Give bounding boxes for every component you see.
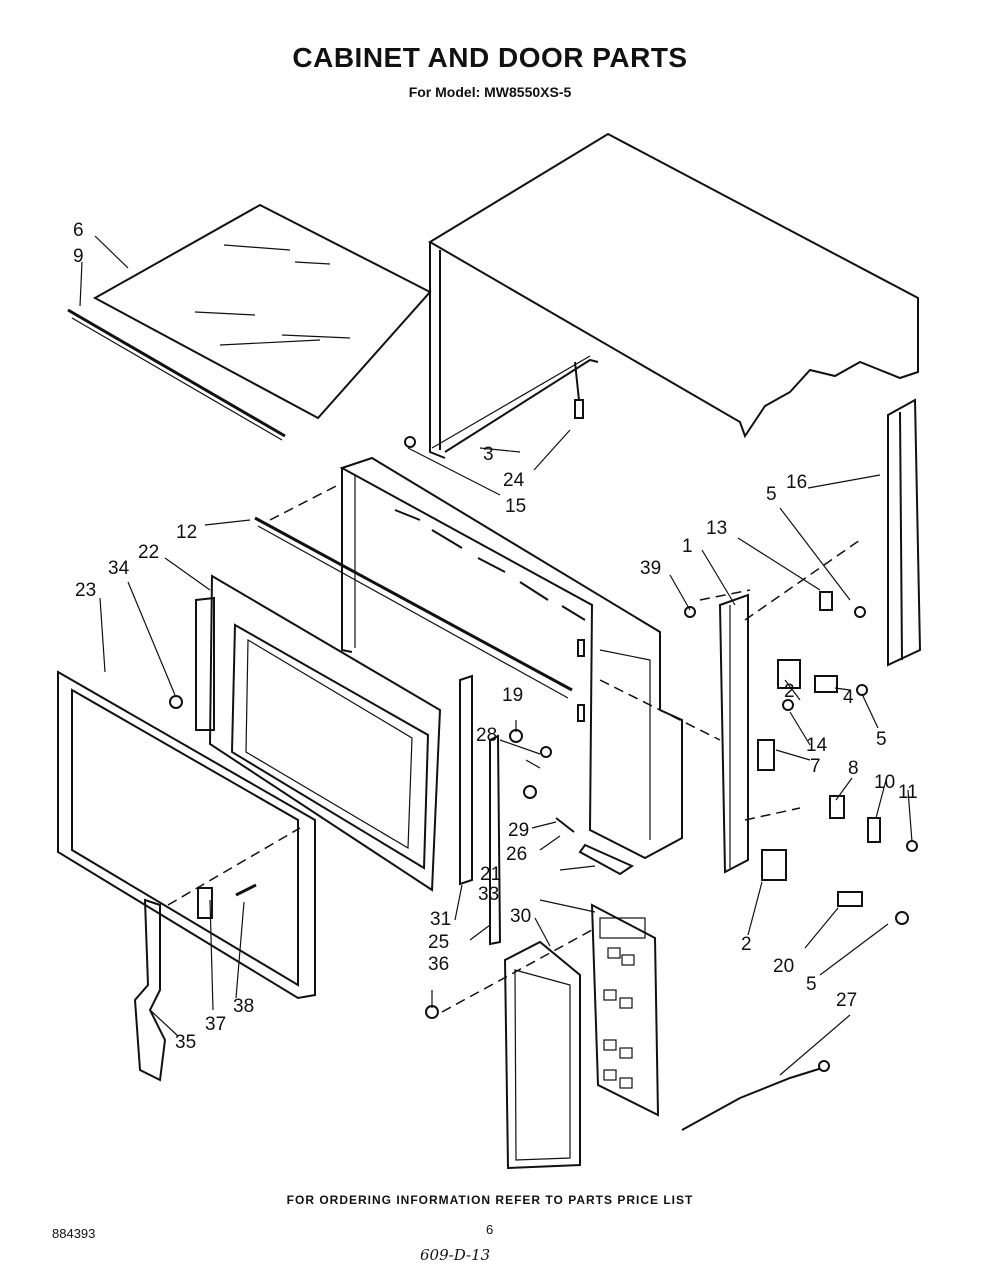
callout-5: 5	[876, 729, 887, 750]
callout-34: 34	[108, 558, 130, 579]
side-channel	[887, 398, 922, 667]
page-number: 6	[486, 1222, 494, 1237]
callout-11: 11	[898, 782, 918, 803]
hinge-strip	[254, 516, 573, 692]
callout-19: 19	[502, 685, 523, 706]
callout-3: 3	[483, 444, 494, 465]
part-10	[867, 817, 881, 843]
latch-part-37	[197, 887, 213, 919]
document-number: 884393	[52, 1226, 96, 1241]
switch-2-upper	[777, 659, 801, 689]
callout-10: 10	[874, 772, 895, 793]
part-13	[819, 591, 833, 611]
callout-20: 20	[773, 956, 794, 977]
door-latch	[133, 898, 167, 1082]
power-cord-27	[681, 1067, 823, 1131]
vertical-bracket-31	[459, 674, 473, 886]
callout-22: 22	[138, 542, 159, 563]
callout-13: 13	[706, 518, 727, 539]
callout-35: 35	[175, 1032, 196, 1053]
callout-4: 4	[843, 687, 854, 708]
callout-21: 21	[480, 864, 501, 885]
callout-9: 9	[73, 246, 84, 267]
model-subtitle: For Model: MW8550XS-5	[408, 84, 572, 100]
callout-31: 31	[430, 909, 451, 930]
callout-38: 38	[233, 996, 254, 1017]
control-frame	[503, 940, 581, 1170]
callout-33: 33	[478, 884, 499, 905]
switch-2-lower	[761, 849, 787, 881]
cabinet-wrapper	[428, 132, 919, 459]
inner-door-frame	[195, 574, 442, 892]
callout-36: 36	[428, 954, 449, 975]
part-7	[757, 739, 775, 771]
vertical-bracket-25	[489, 734, 502, 946]
callout-26: 26	[506, 844, 527, 865]
callout-7: 7	[810, 756, 821, 777]
callout-15: 15	[505, 496, 526, 517]
right-hinge-strip	[718, 593, 749, 874]
glass-panel	[67, 203, 432, 441]
callout-5: 5	[766, 484, 777, 505]
page-title: CABINET AND DOOR PARTS	[292, 42, 688, 73]
outer-door	[57, 670, 316, 1000]
front-frame	[339, 456, 683, 860]
callout-5: 5	[806, 974, 817, 995]
callout-16: 16	[786, 472, 807, 493]
callout-29: 29	[508, 820, 529, 841]
callout-30: 30	[510, 906, 531, 927]
callout-8: 8	[848, 758, 859, 779]
callout-12: 12	[176, 522, 197, 543]
part-8	[829, 795, 845, 819]
ordering-note: FOR ORDERING INFORMATION REFER TO PARTS …	[286, 1193, 694, 1207]
part-20	[837, 891, 863, 907]
callout-24: 24	[503, 470, 525, 491]
handwritten-code: 609-D-13	[420, 1246, 491, 1264]
callout-39: 39	[640, 558, 661, 579]
spring-38	[235, 883, 257, 897]
control-panel	[590, 903, 660, 1117]
callout-25: 25	[428, 932, 449, 953]
callout-2: 2	[784, 681, 795, 702]
callout-6: 6	[73, 220, 84, 241]
callout-23: 23	[75, 580, 96, 601]
callout-37: 37	[205, 1014, 226, 1035]
callout-1: 1	[682, 536, 693, 557]
callout-2: 2	[741, 934, 752, 955]
callout-27: 27	[836, 990, 857, 1011]
callout-28: 28	[476, 725, 497, 746]
callout-14: 14	[806, 735, 828, 756]
switch-4	[814, 675, 838, 693]
